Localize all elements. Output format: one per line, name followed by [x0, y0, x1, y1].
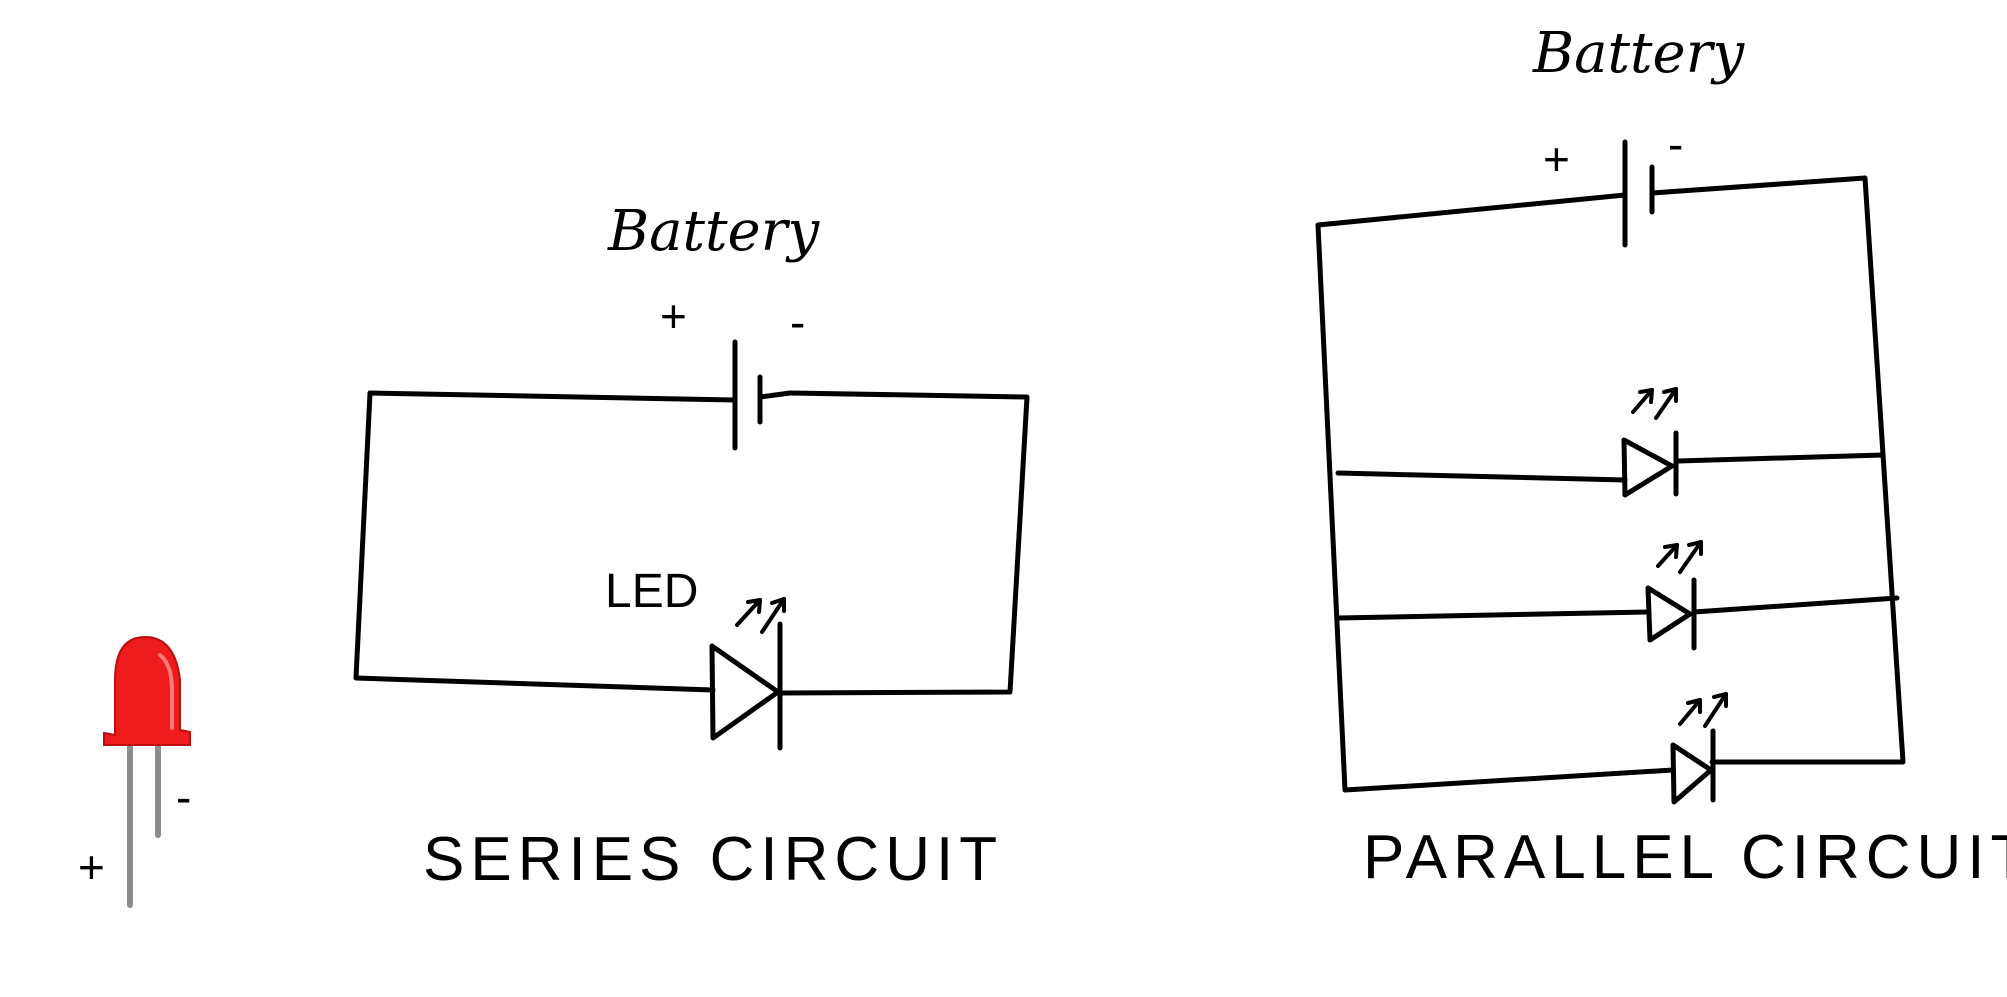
parallel-wire-top-right [1649, 175, 1906, 765]
parallel-branch-3 [1670, 692, 1728, 805]
series-battery-label: Battery [607, 199, 820, 264]
series-led-label: LED [605, 565, 698, 618]
parallel-branch-2 [1335, 540, 1900, 651]
led-minus-sign: - [176, 771, 191, 823]
parallel-caption: PARALLEL CIRCUIT [1363, 823, 2007, 892]
parallel-branch-1 [1335, 387, 1886, 498]
led-plus-sign: + [78, 841, 105, 893]
parallel-wire-top-left [1315, 192, 1676, 793]
series-wire-right [777, 390, 1030, 696]
parallel-battery-minus: - [1668, 118, 1683, 170]
parallel-circuit: Battery + - [1315, 21, 2007, 892]
led-component-illustration: + - [78, 635, 191, 908]
series-caption: SERIES CIRCUIT [423, 825, 1003, 894]
series-wire-loop [353, 390, 738, 693]
series-battery-symbol [732, 339, 793, 451]
led-highlight [158, 653, 174, 730]
series-battery-minus: - [790, 296, 805, 348]
series-led-symbol [709, 597, 786, 751]
series-battery-plus: + [660, 290, 687, 342]
led-body [103, 635, 191, 746]
parallel-battery-symbol [1622, 139, 1655, 248]
parallel-battery-plus: + [1543, 133, 1570, 185]
parallel-battery-label: Battery [1532, 21, 1745, 86]
series-circuit: Battery + - LED SERIES CIRCUIT [353, 199, 1030, 894]
